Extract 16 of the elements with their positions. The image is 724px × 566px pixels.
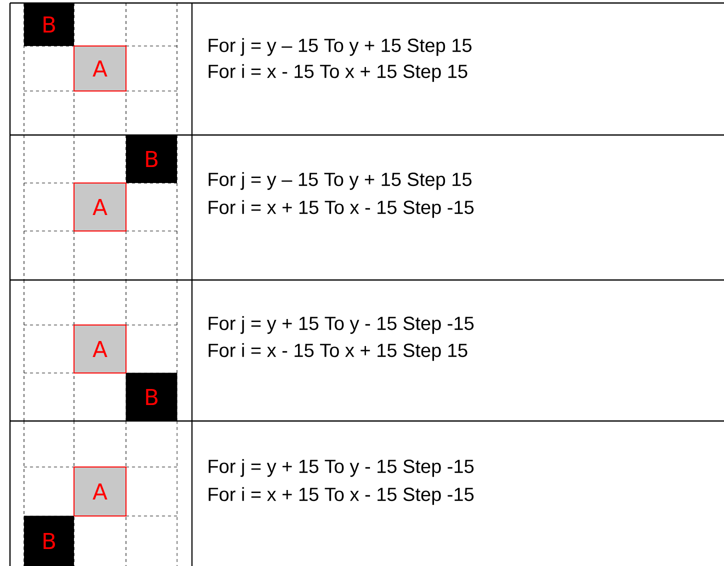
code-line: For j = y – 15 To y + 15 Step 15: [208, 172, 472, 190]
code-line: For i = x - 15 To x + 15 Step 15: [208, 64, 468, 82]
code-line: For j = y – 15 To y + 15 Step 15: [208, 38, 472, 56]
b-box: B: [126, 134, 178, 184]
code-line: For j = y + 15 To y - 15 Step -15: [208, 316, 474, 334]
code-line: For i = x + 15 To x - 15 Step -15: [208, 487, 474, 505]
a-box: A: [74, 46, 126, 92]
a-box: A: [74, 466, 126, 516]
b-box: B: [24, 2, 74, 46]
code-line: For i = x + 15 To x - 15 Step -15: [208, 200, 474, 218]
code-line: For i = x - 15 To x + 15 Step 15: [208, 343, 468, 361]
b-box: B: [24, 516, 74, 566]
a-box: A: [74, 182, 126, 232]
b-box: B: [126, 372, 178, 422]
a-box: A: [74, 324, 126, 374]
code-line: For j = y + 15 To y - 15 Step -15: [208, 459, 474, 477]
